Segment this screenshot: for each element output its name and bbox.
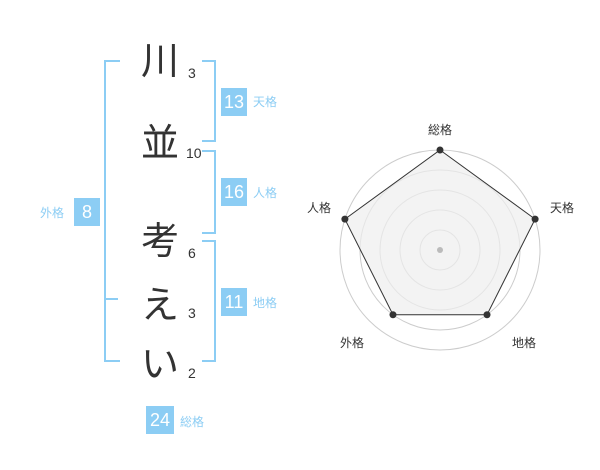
name-char-3: 考 bbox=[140, 219, 179, 263]
tenkaku-badge: 13 bbox=[221, 88, 247, 116]
radar-point-2 bbox=[531, 215, 539, 223]
radar-point-3 bbox=[483, 311, 491, 319]
stroke-count-5: 2 bbox=[188, 365, 196, 381]
chikaku-bracket bbox=[202, 240, 216, 362]
gaikaku-label: 外格 bbox=[40, 206, 65, 220]
gaikaku-bracket-tick bbox=[106, 298, 118, 300]
radar-point-4 bbox=[389, 311, 397, 319]
name-char-5: い bbox=[140, 342, 179, 386]
stroke-count-4: 3 bbox=[188, 305, 196, 321]
name-char-4: え bbox=[140, 283, 179, 327]
radar-area bbox=[344, 149, 536, 316]
tenkaku-bracket bbox=[202, 60, 216, 142]
soukaku-label: 総格 bbox=[180, 415, 205, 429]
radar-label-chikaku: 地格 bbox=[512, 336, 537, 350]
radar-label-gaikaku: 外格 bbox=[340, 336, 365, 350]
chikaku-label: 地格 bbox=[253, 296, 278, 310]
radar-center bbox=[437, 247, 443, 253]
jinkaku-badge: 16 bbox=[221, 178, 247, 206]
gaikaku-bracket bbox=[104, 60, 120, 362]
jinkaku-bracket bbox=[202, 150, 216, 234]
radar-points bbox=[341, 146, 539, 319]
radar-label-jinkaku: 人格 bbox=[307, 201, 332, 215]
chikaku-badge: 11 bbox=[221, 288, 247, 316]
radar-label-soukaku: 総格 bbox=[428, 123, 453, 137]
radar-point-1 bbox=[436, 146, 444, 154]
stroke-count-3: 6 bbox=[188, 245, 196, 261]
stroke-count-2: 10 bbox=[186, 145, 202, 161]
stroke-count-1: 3 bbox=[188, 65, 196, 81]
radar-label-tenkaku: 天格 bbox=[550, 201, 575, 215]
soukaku-badge: 24 bbox=[146, 406, 174, 434]
tenkaku-label: 天格 bbox=[253, 95, 278, 109]
name-char-1: 川 bbox=[140, 39, 179, 83]
radar-point-5 bbox=[341, 215, 349, 223]
name-char-2: 並 bbox=[140, 121, 179, 165]
gaikaku-badge: 8 bbox=[74, 198, 100, 226]
jinkaku-label: 人格 bbox=[253, 186, 278, 200]
